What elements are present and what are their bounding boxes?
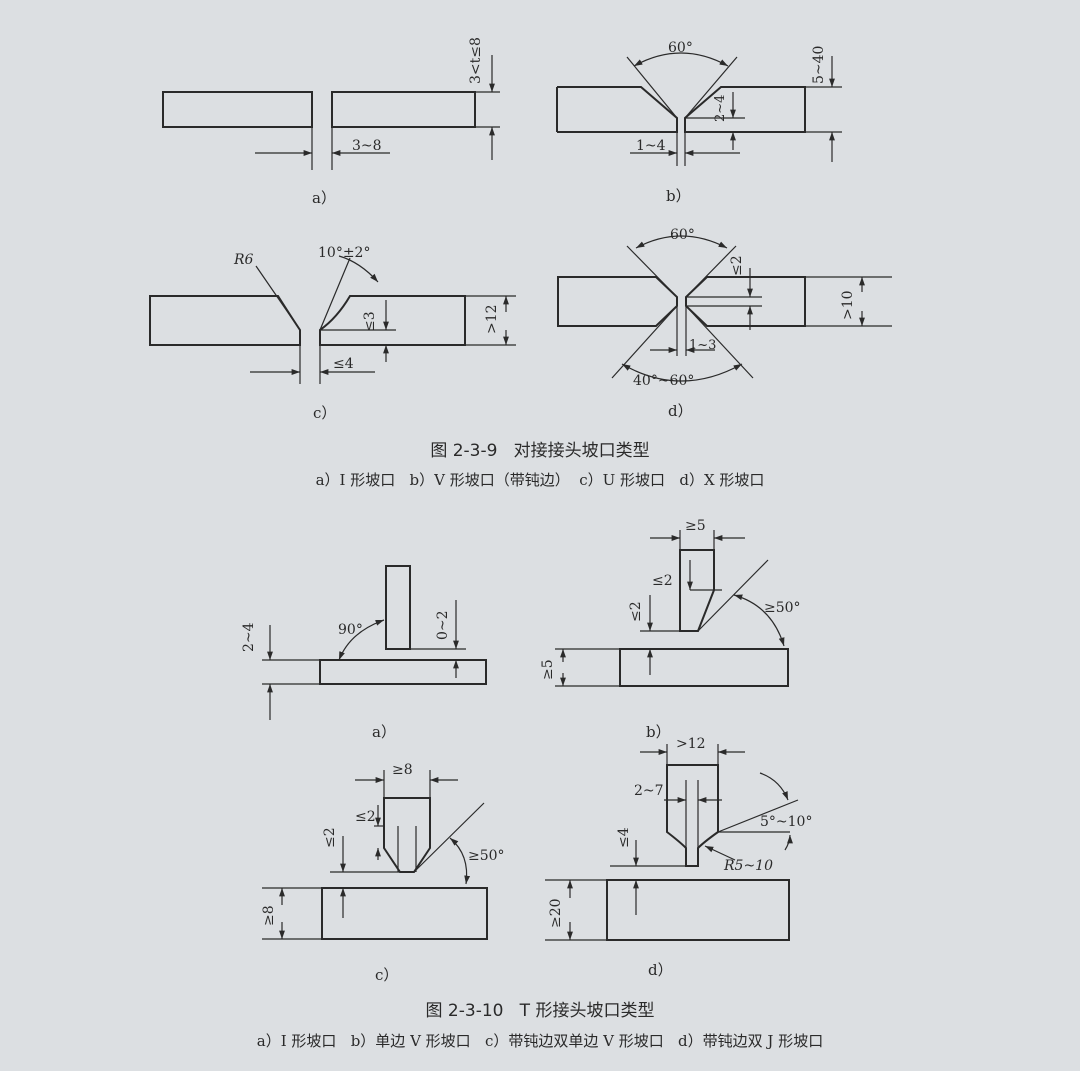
fig10-b-angle-label: ≥50°: [764, 600, 801, 616]
fig10-b-drawing: [555, 530, 789, 687]
fig10-c-gap-label: ≤2: [322, 827, 338, 848]
fig9-d-root-face-label: ≤2: [729, 255, 745, 276]
fig10-b-panel-label: b）: [646, 723, 671, 741]
fig9-a-thickness-label: 3<t≤8: [468, 37, 484, 84]
fig9-c-thickness-label: >12: [484, 304, 500, 334]
fig9-d-gap-label: 1~3: [689, 338, 716, 353]
fig10-d-gap-label: ≤4: [616, 827, 632, 848]
fig9-c-gap-label: ≤4: [333, 356, 354, 372]
fig9-a-drawing: [162, 55, 500, 170]
fig9-d-angle-bottom-label: 40°~60°: [633, 373, 694, 389]
fig9-c-angle-label: 10°±2°: [318, 245, 370, 261]
fig10-d-panel-label: d）: [648, 961, 673, 979]
fig10-b-root-face-label: ≤2: [652, 573, 673, 589]
fig10-b-gap-label: ≤2: [628, 601, 644, 622]
fig10-b-web-label: ≥5: [685, 518, 706, 534]
fig10-b-thickness-label: ≥5: [540, 659, 556, 680]
figure-10-subcaption: a）I 形坡口 b）单边 V 形坡口 c）带钝边双单边 V 形坡口 d）带钝边双…: [256, 1032, 824, 1050]
fig10-c-thickness-label: ≥8: [261, 905, 277, 926]
fig9-c-drawing: [149, 255, 516, 384]
fig10-a-drawing: [262, 565, 487, 720]
fig10-d-web-label: >12: [676, 736, 706, 752]
fig9-d-drawing: [557, 235, 892, 382]
fig10-d-angle-label: 5°~10°: [760, 814, 812, 830]
fig10-a-gap-label: 0~2: [435, 610, 451, 640]
fig10-a-angle-label: 90°: [338, 622, 363, 638]
figure-10-title: 图 2-3-10 T 形接头坡口类型: [425, 1001, 655, 1021]
fig10-a-panel-label: a）: [372, 723, 396, 741]
fig10-d-radius-label: R5~10: [723, 858, 773, 874]
figure-9-title: 图 2-3-9 对接接头坡口类型: [430, 441, 650, 461]
fig10-c-angle-label: ≥50°: [468, 848, 505, 864]
fig9-c-radius-label: R6: [233, 252, 254, 268]
fig9-b-gap-label: 1~4: [636, 138, 666, 154]
fig10-c-root-face-label: ≤2: [355, 809, 376, 825]
fig9-d-thickness-label: >10: [840, 290, 856, 320]
fig10-c-panel-label: c）: [375, 966, 398, 984]
fig10-d-drawing: [545, 744, 799, 941]
fig10-c-web-label: ≥8: [392, 762, 413, 778]
fig9-c-root-face-label: ≤3: [362, 311, 378, 332]
fig9-a-panel-label: a）: [312, 189, 336, 207]
fig10-a-thickness-label: 2~4: [241, 622, 257, 652]
fig10-c-drawing: [262, 770, 488, 940]
fig9-c-panel-label: c）: [313, 404, 336, 422]
figure-9-subcaption: a）I 形坡口 b）V 形坡口（带钝边） c）U 形坡口 d）X 形坡口: [315, 471, 765, 489]
fig9-b-root-face-label: 2~4: [713, 95, 728, 122]
fig9-b-panel-label: b）: [666, 187, 691, 205]
fig9-a-gap-label: 3~8: [352, 138, 382, 154]
fig10-d-thickness-label: ≥20: [548, 898, 564, 928]
fig9-b-drawing: [556, 52, 842, 166]
fig9-b-angle-label: 60°: [668, 40, 693, 56]
fig9-b-thickness-label: 5~40: [811, 46, 827, 84]
fig9-d-panel-label: d）: [668, 402, 693, 420]
fig10-d-root-face-label: 2~7: [634, 783, 664, 799]
fig9-d-angle-top-label: 60°: [670, 227, 695, 243]
